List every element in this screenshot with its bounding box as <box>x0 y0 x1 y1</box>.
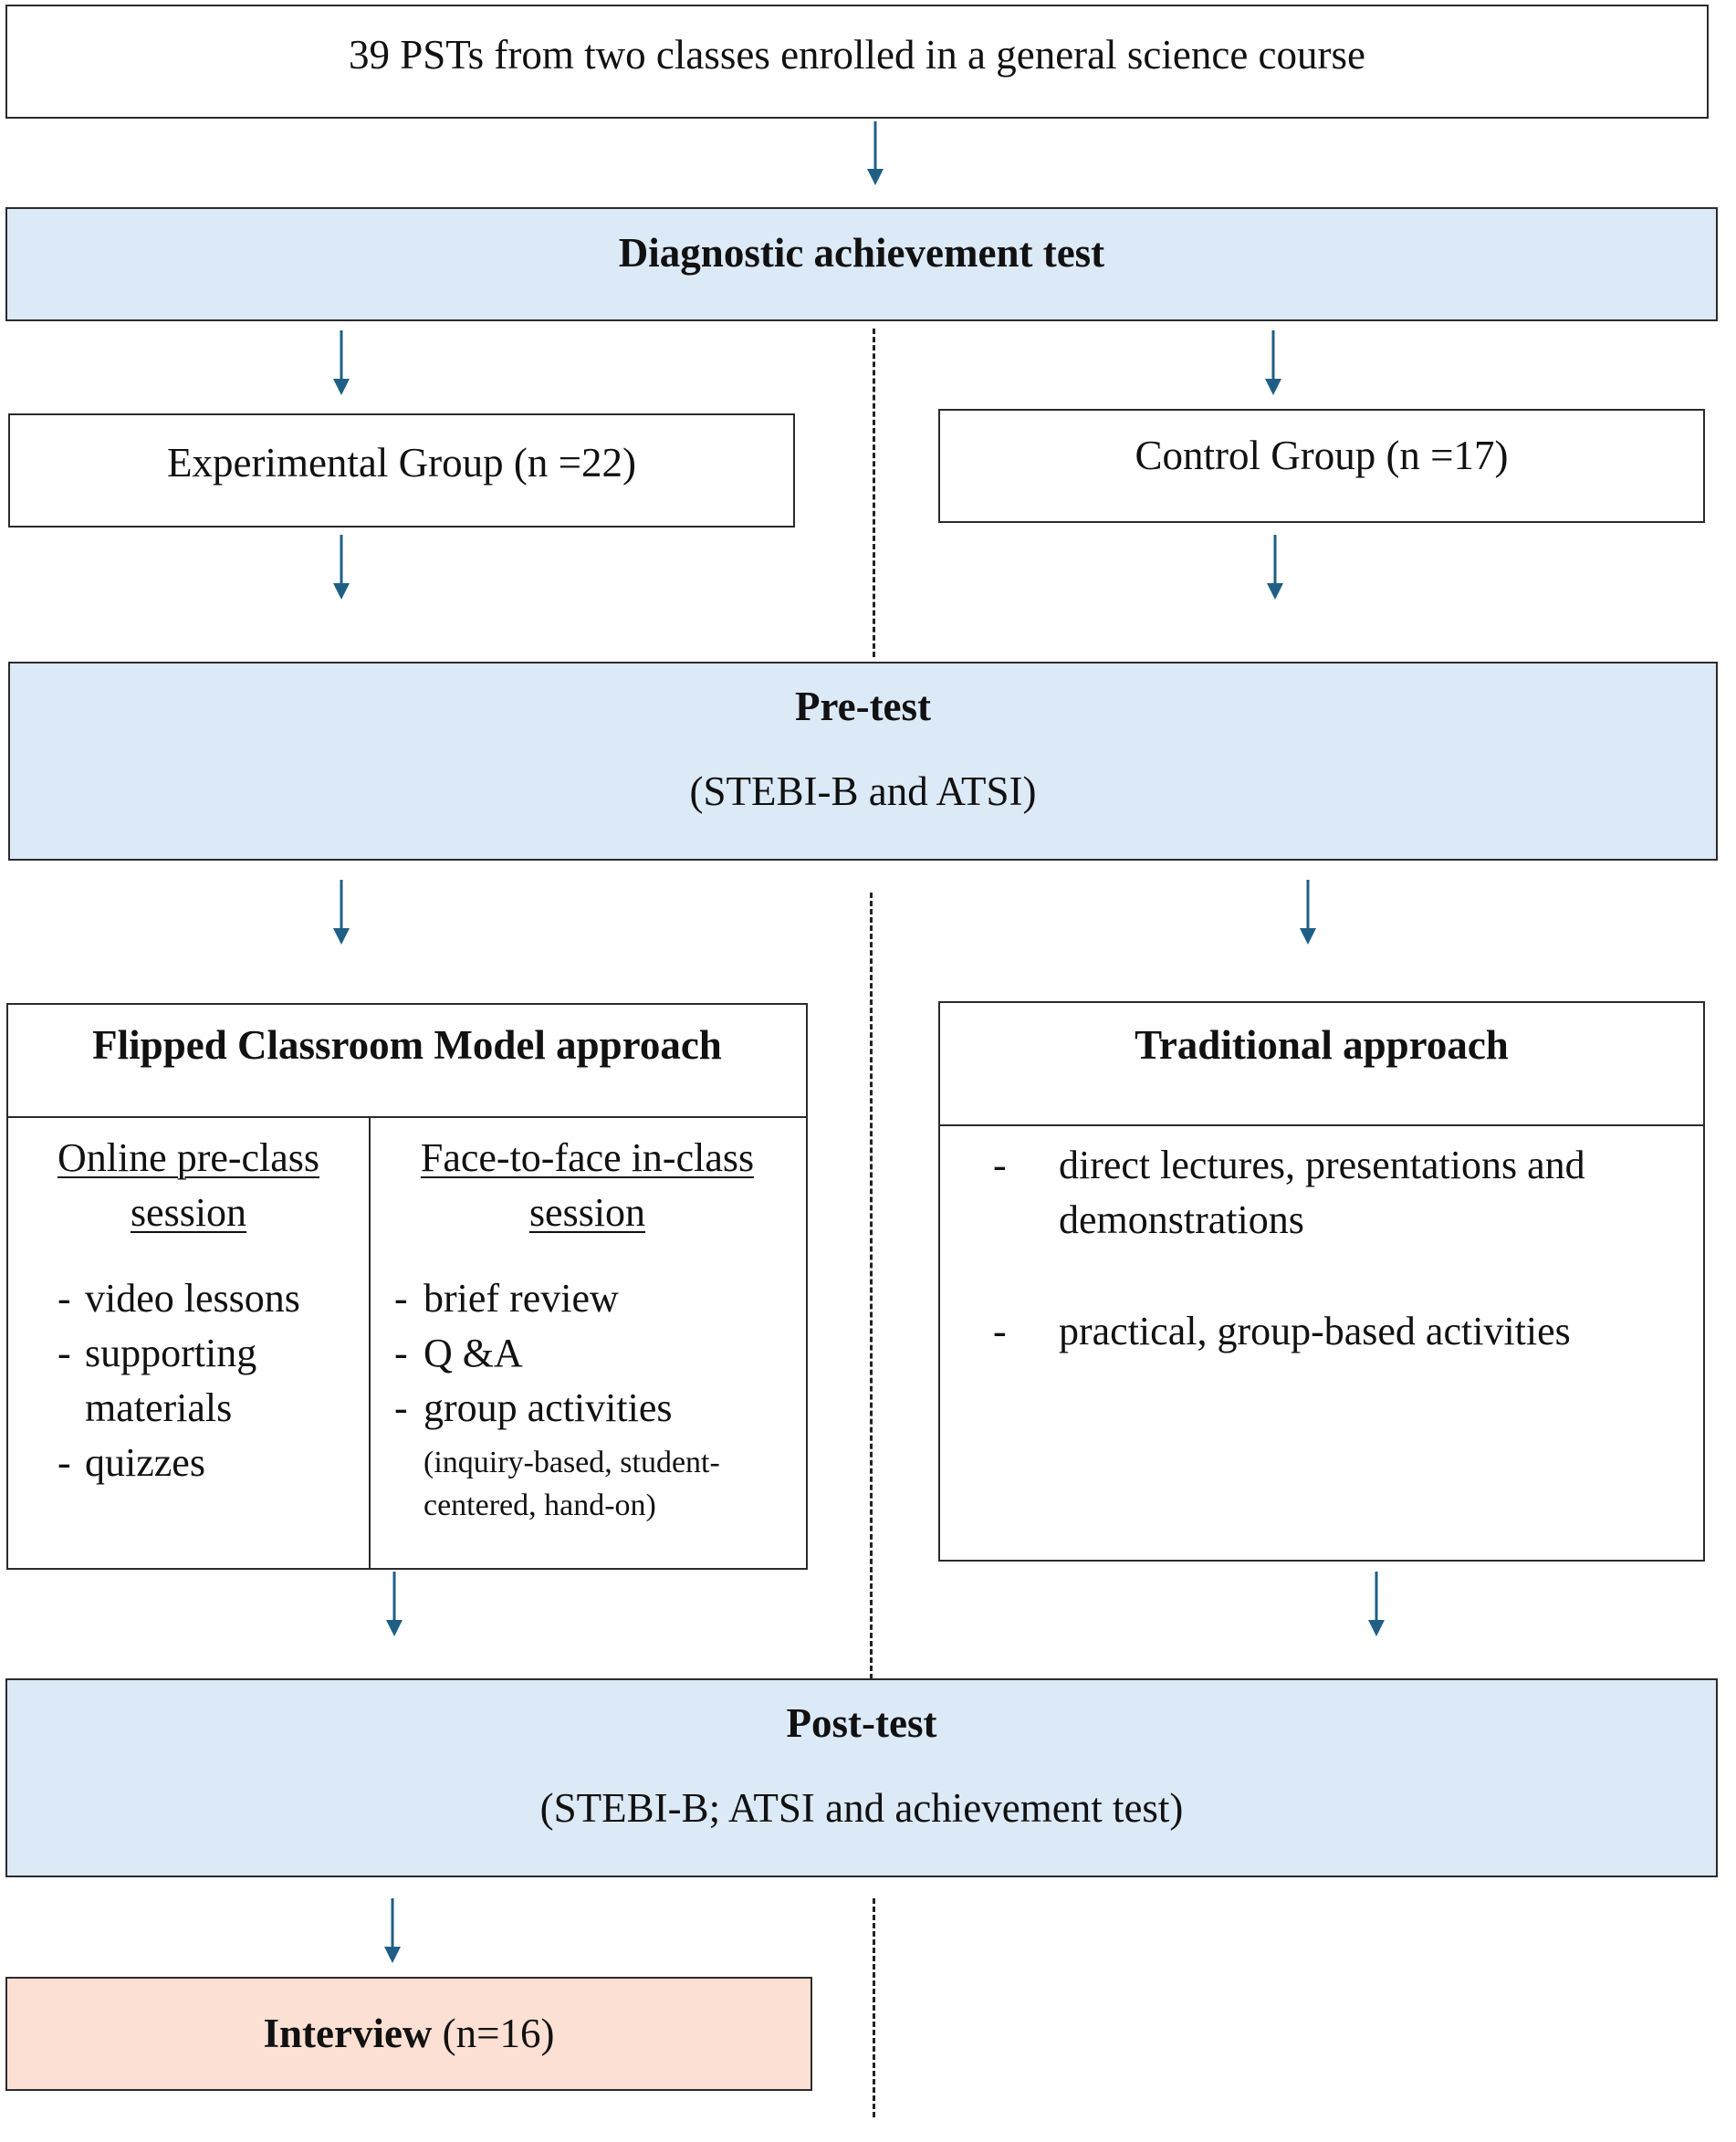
arrow-head <box>333 928 350 945</box>
inclass-heading-line2: session <box>528 1190 646 1235</box>
interview-box: Interview (n=16) <box>5 1977 812 2091</box>
traditional-item-1: - direct lectures, presentations and dem… <box>993 1138 1687 1248</box>
item-dash: - <box>993 1143 1007 1187</box>
divider-dashed-1 <box>873 329 875 657</box>
inclass-session-list: -brief review -Q &A -group activities <box>394 1271 798 1436</box>
inclass-activities-note: (inquiry-based, student- centered, hand-… <box>424 1441 720 1527</box>
list-item: materials <box>85 1385 233 1430</box>
arrow-head <box>1265 379 1281 395</box>
item-dash: - <box>993 1309 1007 1353</box>
note-line1: (inquiry-based, student- <box>424 1446 720 1479</box>
arrow-head <box>1267 583 1283 600</box>
traditional-approach-box: Traditional approach - direct lectures, … <box>938 1001 1705 1562</box>
arrow-head <box>386 1620 403 1636</box>
list-item: -supporting <box>58 1331 257 1375</box>
flipped-classroom-title: Flipped Classroom Model approach <box>92 1022 722 1068</box>
divider-dashed-2 <box>870 893 873 1679</box>
note-line2: centered, hand-on) <box>424 1489 656 1522</box>
inclass-session-heading: Face-to-face in-class session <box>369 1131 806 1240</box>
control-group-box: Control Group (n =17) <box>938 409 1705 523</box>
interview-text: Interview (n=16) <box>7 2009 810 2058</box>
pretest-box: Pre-test (STEBI-B and ATSI) <box>8 662 1718 861</box>
online-heading-line2: session <box>130 1190 247 1235</box>
item-line2: demonstrations <box>1059 1197 1304 1242</box>
arrow-to-experimental <box>333 330 350 395</box>
arrow-to-interview <box>384 1898 401 1963</box>
traditional-approach-title: Traditional approach <box>1135 1022 1509 1068</box>
enrollment-text: 39 PSTs from two classes enrolled in a g… <box>348 32 1365 78</box>
traditional-item-2: - practical, group-based activities <box>993 1304 1687 1359</box>
arrow-ctrl-to-pretest <box>1267 535 1283 600</box>
online-session-list: -video lessons -supporting materials -qu… <box>58 1271 361 1490</box>
interview-label: Interview <box>263 2011 433 2056</box>
experimental-group-box: Experimental Group (n =22) <box>8 413 795 528</box>
inclass-heading-line1: Face-to-face in-class <box>420 1135 755 1180</box>
flipped-header-divider <box>8 1116 806 1118</box>
diagnostic-test-box: Diagnostic achievement test <box>5 207 1718 321</box>
pretest-subtitle: (STEBI-B and ATSI) <box>689 768 1037 814</box>
traditional-header-divider <box>940 1124 1703 1126</box>
arrow-to-control <box>1265 330 1281 395</box>
interview-count: (n=16) <box>442 2011 555 2056</box>
enrollment-box: 39 PSTs from two classes enrolled in a g… <box>5 5 1709 119</box>
arrow-head <box>384 1947 401 1963</box>
posttest-box: Post-test (STEBI-B; ATSI and achievement… <box>5 1678 1718 1877</box>
online-heading-line1: Online pre-class <box>57 1135 320 1180</box>
arrow-head <box>1300 928 1316 945</box>
posttest-title: Post-test <box>786 1700 937 1746</box>
arrow-flipped-to-posttest <box>386 1572 403 1636</box>
arrow-head <box>333 583 350 600</box>
flipped-classroom-box: Flipped Classroom Model approach Online … <box>6 1003 808 1570</box>
pretest-title: Pre-test <box>794 684 932 729</box>
online-session-heading: Online pre-class session <box>8 1131 369 1240</box>
list-item: -brief review <box>394 1276 619 1321</box>
divider-dashed-3 <box>873 1898 875 2117</box>
arrow-head <box>867 169 884 185</box>
flipped-column-divider <box>369 1116 371 1568</box>
arrow-to-flipped <box>333 880 350 945</box>
list-item: -group activities <box>394 1385 673 1430</box>
arrow-to-diagnostic <box>867 121 884 185</box>
arrow-head <box>333 379 350 395</box>
arrow-exp-to-pretest <box>333 535 350 600</box>
experimental-group-label: Experimental Group (n =22) <box>167 440 636 486</box>
arrow-to-traditional <box>1300 880 1316 945</box>
control-group-label: Control Group (n =17) <box>1135 433 1509 478</box>
arrow-traditional-to-posttest <box>1368 1572 1385 1636</box>
item-line1: practical, group-based activities <box>1059 1309 1571 1353</box>
item-line1: direct lectures, presentations and <box>1059 1143 1585 1187</box>
list-item: -quizzes <box>58 1440 205 1485</box>
list-item: -Q &A <box>394 1331 523 1375</box>
posttest-subtitle: (STEBI-B; ATSI and achievement test) <box>539 1785 1184 1831</box>
list-item: -video lessons <box>58 1276 300 1321</box>
diagnostic-test-label: Diagnostic achievement test <box>618 230 1105 276</box>
arrow-head <box>1368 1620 1385 1636</box>
